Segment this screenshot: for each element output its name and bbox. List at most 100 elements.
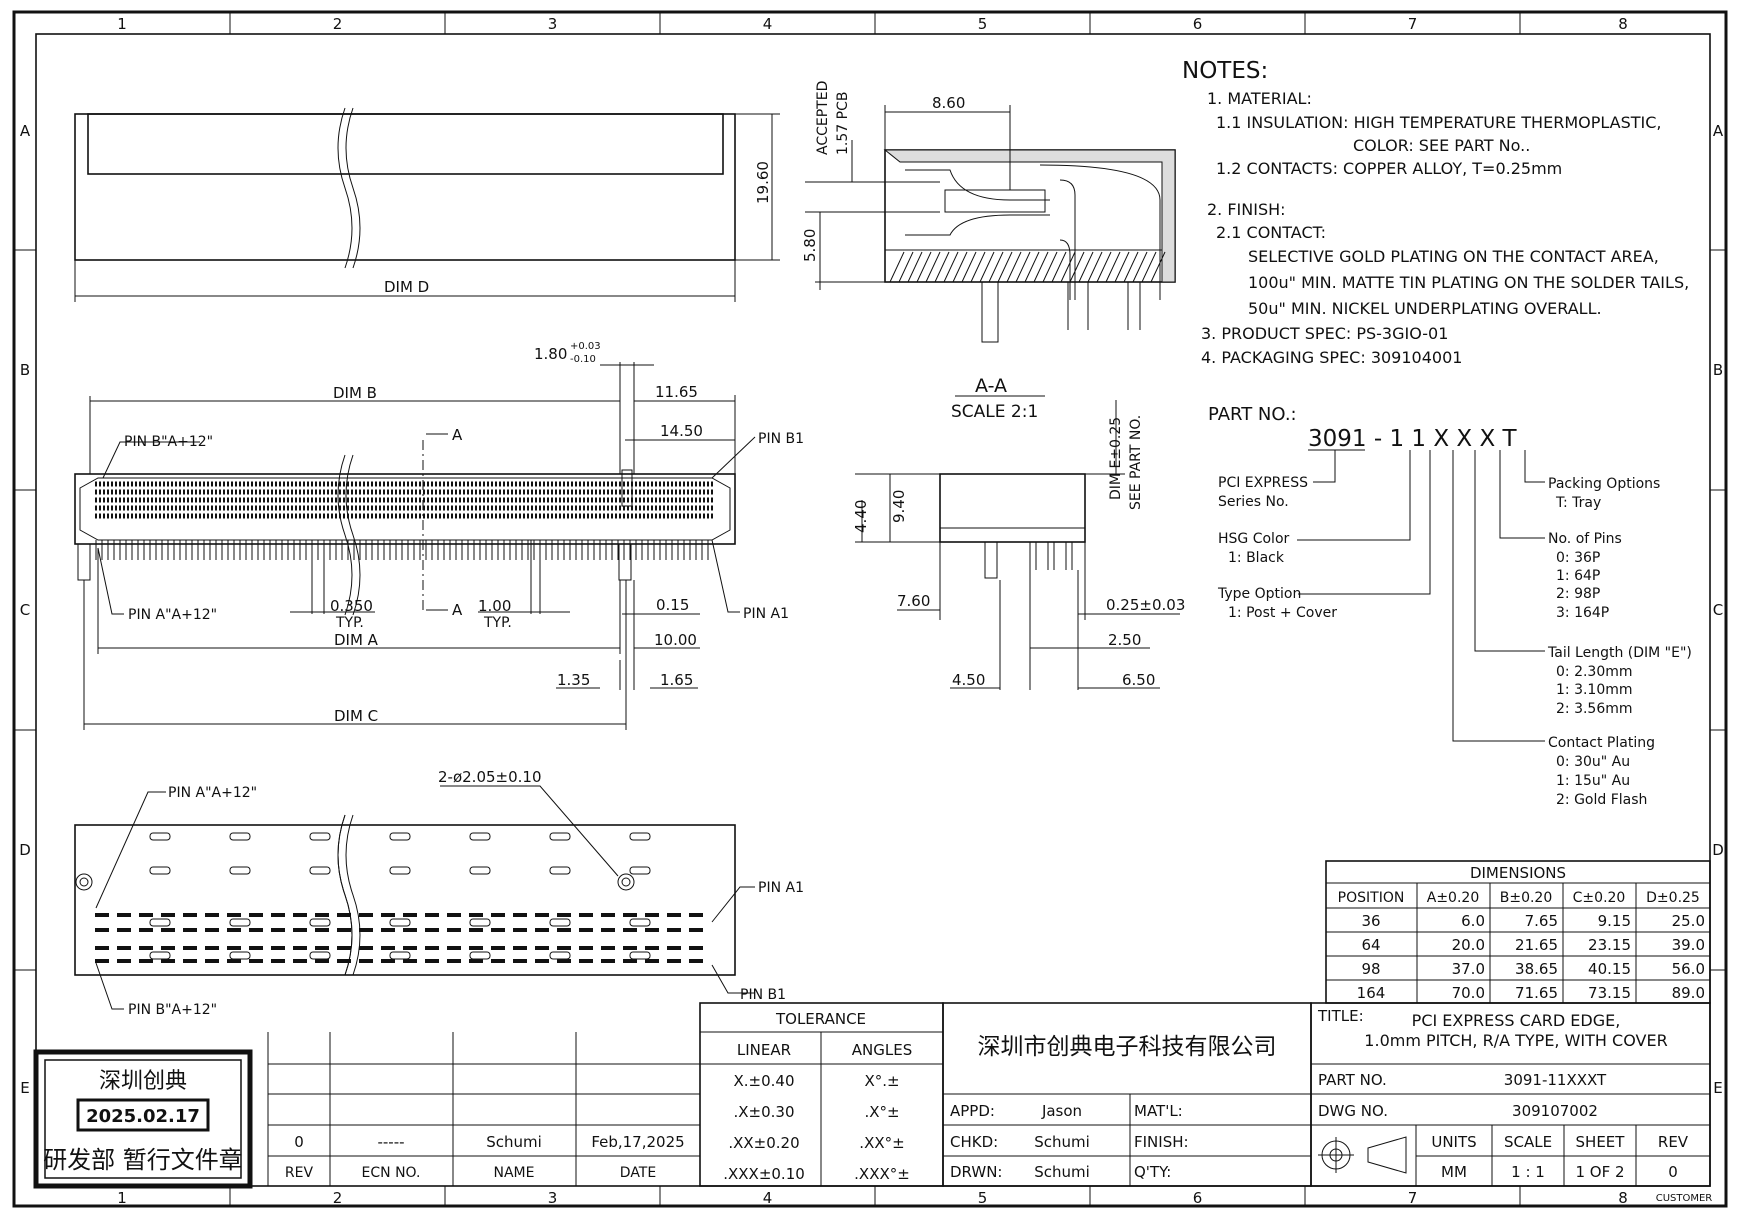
approval-stamp: 深圳创典 2025.02.17 研发部 暂行文件章 — [33, 1049, 253, 1189]
frame-col-label: 6 — [1193, 15, 1203, 33]
title-block: TITLE: PCI EXPRESS CARD EDGE, 1.0mm PITC… — [1310, 1002, 1712, 1204]
hatch-line — [1132, 251, 1148, 283]
hatch-line — [1096, 251, 1112, 283]
hatch-line — [1105, 251, 1121, 283]
pin-a1-bot-label: PIN A1 — [758, 880, 804, 896]
dim-table-header: D±0.25 — [1646, 890, 1700, 906]
holes-label: 2-ø2.05±0.10 — [438, 768, 542, 786]
bottom-view: PIN A"A+12" 2-ø2.05±0.10 PIN A1 PIN B1 P… — [74, 768, 804, 1018]
packing-sub: T: Tray — [1555, 495, 1601, 511]
pcb-label: 1.57 PCB — [835, 92, 851, 155]
slot — [229, 918, 251, 927]
slot — [549, 832, 571, 841]
frame-col-label: 2 — [333, 1189, 343, 1207]
hatch-line — [916, 251, 932, 283]
hatch-line — [997, 251, 1013, 283]
dim-table-cell: 164 — [1357, 984, 1386, 1002]
note-line: COLOR: SEE PART No.. — [1353, 136, 1530, 155]
frame-row-label: B — [1713, 361, 1723, 379]
hatch-line — [952, 251, 968, 283]
pins-opt: 1: 64P — [1556, 568, 1600, 584]
slot — [469, 832, 491, 841]
dim-1-35: 1.35 — [557, 671, 590, 689]
dim-a-label: DIM A — [334, 631, 379, 649]
part-number-block: PART NO.: 3091 - 1 1 X X X T PCI EXPRESS… — [1208, 404, 1692, 808]
dim-table-cell: 39.0 — [1672, 936, 1705, 954]
dim-d-label: DIM D — [384, 278, 429, 296]
hatch-line — [970, 251, 986, 283]
title-line-1: PCI EXPRESS CARD EDGE, — [1412, 1011, 1621, 1030]
pins-opt: 2: 98P — [1556, 586, 1600, 602]
frame-col-label: 2 — [333, 15, 343, 33]
series-label: PCI EXPRESS — [1218, 475, 1308, 491]
top-view: 19.60 DIM D — [74, 107, 780, 302]
dim-table-cell: 89.0 — [1672, 984, 1705, 1002]
ecn-header: ECN NO. — [362, 1165, 421, 1181]
hatch-line — [943, 251, 959, 283]
dim-b-label: DIM B — [333, 384, 377, 402]
frame-row-label: D — [1712, 841, 1724, 859]
dim-table-cell: 9.15 — [1598, 912, 1631, 930]
slot — [469, 918, 491, 927]
tail-label: Tail Length (DIM "E") — [1547, 645, 1692, 661]
dim-table-cell: 40.15 — [1588, 960, 1631, 978]
title-label: TITLE: — [1317, 1007, 1364, 1025]
hatch-line — [1015, 251, 1031, 283]
drwn-label: DRWN: — [950, 1163, 1002, 1181]
dim-e-label: DIM E±0.25 — [1108, 417, 1124, 500]
note-line: 2. FINISH: — [1207, 200, 1286, 219]
note-line: 2.1 CONTACT: — [1216, 223, 1326, 242]
frame-col-label: 5 — [978, 15, 988, 33]
stamp-bottom: 研发部 暂行文件章 — [43, 1146, 243, 1174]
tail-opt: 2: 3.56mm — [1556, 701, 1633, 717]
note-line: 1.1 INSULATION: HIGH TEMPERATURE THERMOP… — [1216, 113, 1662, 132]
notes-heading: NOTES: — [1182, 58, 1268, 84]
dim-table-title: DIMENSIONS — [1470, 864, 1566, 882]
frame-row-label: E — [20, 1079, 29, 1097]
dim-1-65: 1.65 — [660, 671, 693, 689]
dim-table-cell: 7.65 — [1525, 912, 1558, 930]
frame-col-label: 8 — [1618, 1189, 1628, 1207]
dim-9-40: 9.40 — [890, 490, 908, 523]
frame-col-label: 7 — [1408, 1189, 1418, 1207]
qty-label: Q'TY: — [1134, 1163, 1171, 1181]
slot — [149, 866, 171, 875]
finish-label: FINISH: — [1134, 1133, 1189, 1151]
tail-opt: 0: 2.30mm — [1556, 664, 1633, 680]
appd-value: Jason — [1041, 1102, 1082, 1120]
dim-2-50: 2.50 — [1108, 631, 1141, 649]
plating-opt: 2: Gold Flash — [1556, 792, 1647, 808]
dim-4-50: 4.50 — [952, 671, 985, 689]
part-no-label: PART NO. — [1318, 1071, 1387, 1089]
dim-table-cell: 64 — [1361, 936, 1380, 954]
stamp-date: 2025.02.17 — [86, 1106, 200, 1127]
appd-label: APPD: — [950, 1102, 995, 1120]
dim-1-80-sup: +0.03 — [570, 341, 601, 352]
rev-value: 0 — [294, 1133, 304, 1151]
pin-b1-label: PIN B1 — [758, 431, 804, 447]
hatch-line — [1078, 251, 1094, 283]
hatch-line — [1006, 251, 1022, 283]
section-label: A-A — [975, 375, 1007, 397]
dim-table-cell: 20.0 — [1452, 936, 1485, 954]
pins-opt: 3: 164P — [1556, 605, 1609, 621]
dim-c-label: DIM C — [334, 707, 378, 725]
slot — [629, 951, 651, 960]
ecn-value: ----- — [377, 1133, 404, 1151]
slot — [629, 866, 651, 875]
rev-value: 0 — [1668, 1163, 1678, 1181]
scale-label: SCALE 2:1 — [951, 402, 1038, 422]
title-line-2: 1.0mm PITCH, R/A TYPE, WITH COVER — [1364, 1031, 1667, 1050]
frame-col-label: 1 — [117, 15, 127, 33]
hatch-line — [1114, 251, 1130, 283]
slot — [549, 866, 571, 875]
part-no-label: PART NO.: — [1208, 404, 1297, 425]
side-view: 4.40 9.40 DIM E±0.25 SEE PART NO. 7.60 0… — [852, 400, 1185, 690]
dim-table-header: A±0.20 — [1427, 890, 1479, 906]
pin-a-mid-label: PIN A"A+12" — [128, 607, 217, 623]
hatch-line — [898, 251, 914, 283]
note-line: 100u" MIN. MATTE TIN PLATING ON THE SOLD… — [1248, 273, 1689, 292]
pin-b1-bot-label: PIN B1 — [740, 987, 786, 1003]
